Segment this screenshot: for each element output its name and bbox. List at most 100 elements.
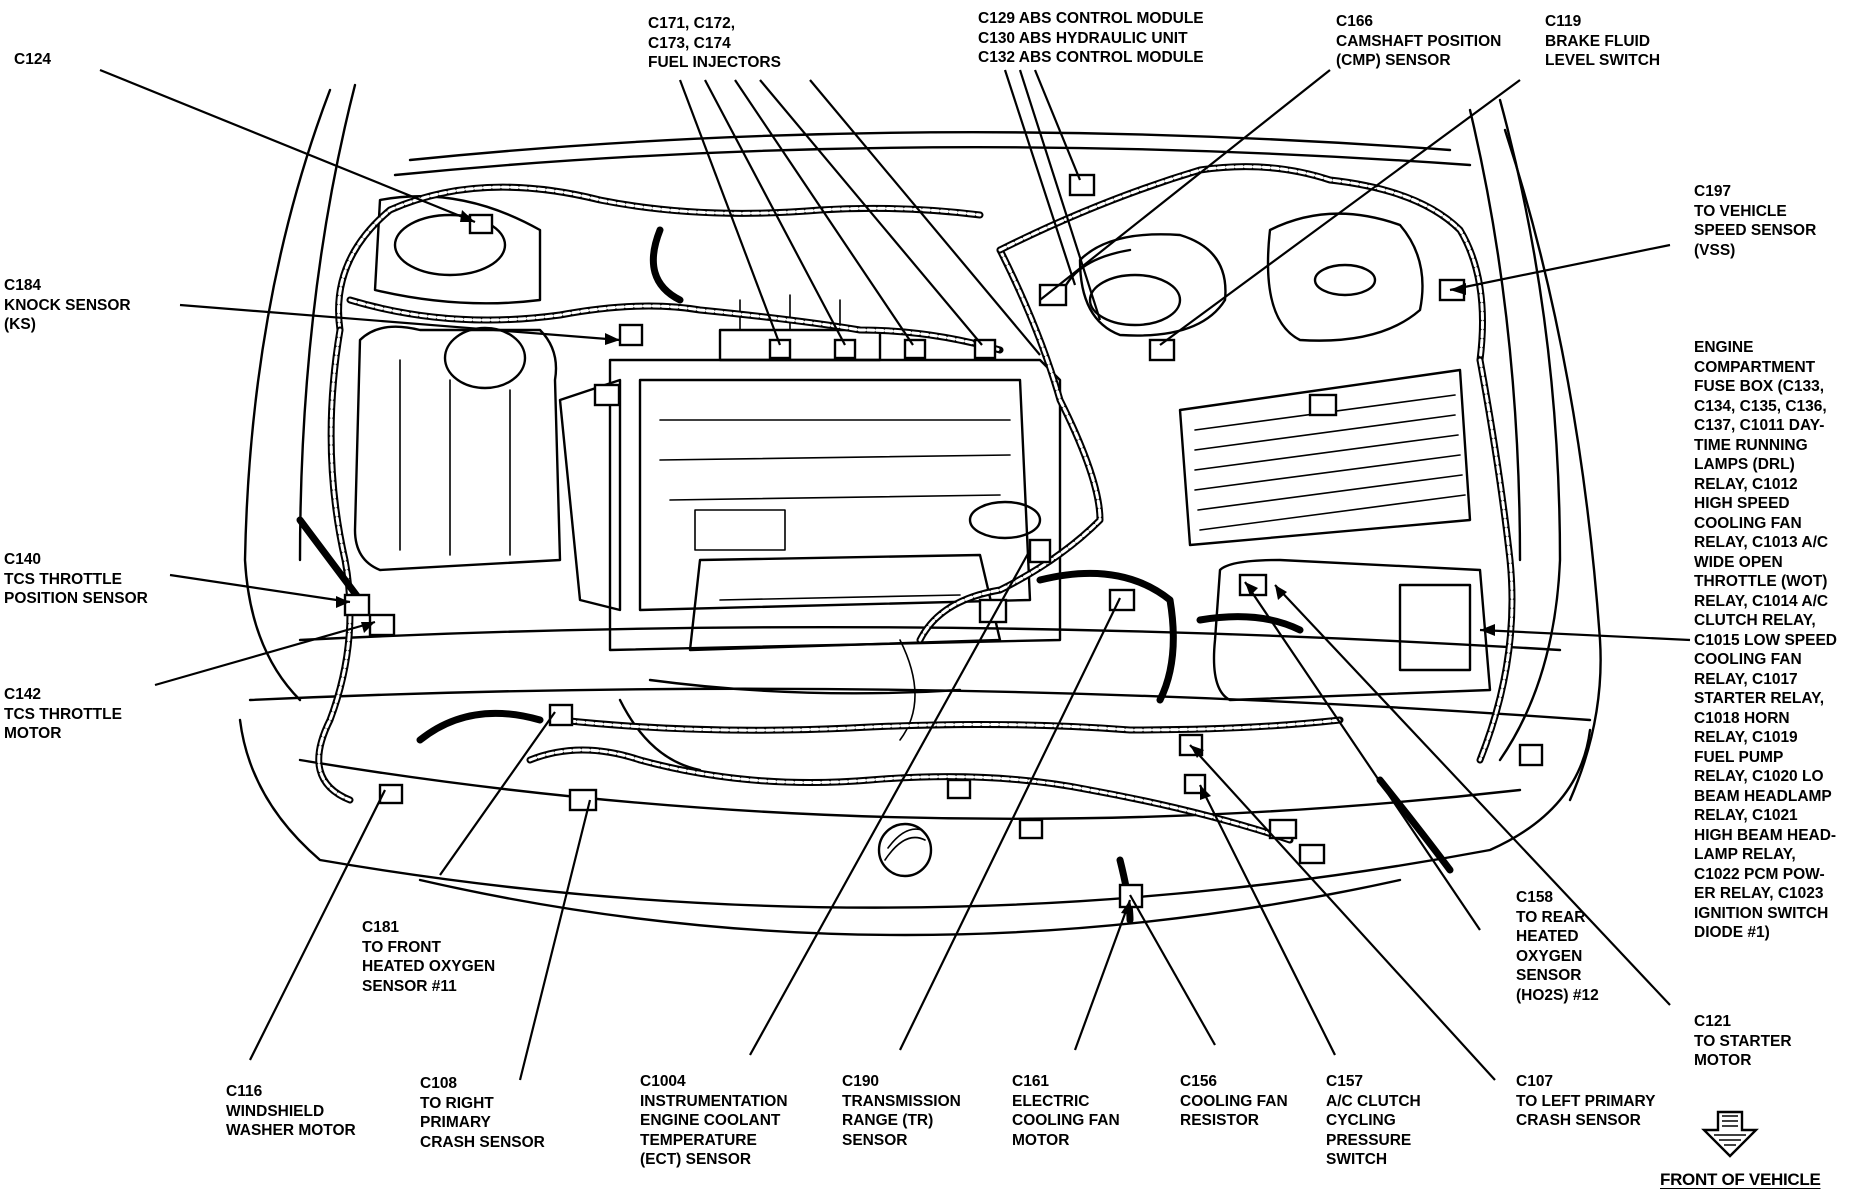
connectors — [343, 173, 1544, 909]
label-line: MOTOR — [1012, 1131, 1070, 1149]
label-line: C166 — [1336, 13, 1374, 30]
label-line: C132 ABS CONTROL MODULE — [978, 49, 1204, 66]
label-line: MOTOR — [1694, 1052, 1752, 1069]
label-line: COOLING FAN — [1180, 1092, 1288, 1110]
label-line: C197 — [1694, 183, 1732, 200]
leader-lines — [99, 68, 1691, 1081]
label-line: LAMPS (DRL) — [1694, 456, 1795, 473]
label-line: SENSOR #11 — [362, 977, 457, 995]
label-line: C181 — [362, 919, 400, 936]
label-line: POSITION SENSOR — [4, 590, 148, 607]
down-arrow-icon — [1701, 1110, 1759, 1158]
label-line: TIME RUNNING — [1694, 436, 1808, 454]
label-line: HEATED OXYGEN — [362, 958, 496, 975]
label-line: C173, C174 — [648, 34, 731, 52]
label-line: C108 — [420, 1075, 458, 1092]
label-line: SPEED SENSOR — [1694, 222, 1817, 239]
label-line: C116 — [226, 1083, 263, 1100]
label-line: HIGH BEAM HEAD- — [1694, 826, 1837, 844]
label-line: C161 — [1012, 1073, 1050, 1090]
wiring-harness — [296, 163, 1516, 924]
label-line: CAMSHAFT POSITION — [1336, 32, 1502, 50]
leader-arrowheads — [336, 210, 1495, 915]
label-line: DIODE #1) — [1694, 924, 1770, 941]
label-line: (CMP) SENSOR — [1336, 52, 1451, 69]
label-line: C142 — [4, 686, 42, 703]
label-line: C124 — [14, 51, 52, 68]
label-line: MOTOR — [4, 725, 62, 742]
engine-block — [558, 294, 1062, 772]
label-line: C184 — [4, 277, 42, 294]
vehicle-body — [238, 83, 1602, 937]
label-line: COOLING FAN — [1694, 651, 1802, 668]
label-line: TEMPERATURE — [640, 1131, 757, 1149]
label-line: COOLING FAN — [1694, 514, 1802, 532]
label-line: STARTER RELAY, — [1694, 690, 1825, 707]
label-line: BRAKE FLUID — [1545, 32, 1651, 50]
label-line: C140 — [4, 551, 42, 568]
label-line: OXYGEN — [1516, 947, 1583, 965]
label-line: CLUTCH RELAY, — [1694, 612, 1816, 629]
label-line: RESISTOR — [1180, 1112, 1259, 1129]
label-line: C121 — [1694, 1013, 1732, 1030]
label-line: IGNITION SWITCH — [1694, 904, 1829, 922]
label-line: C130 ABS HYDRAULIC UNIT — [978, 29, 1188, 47]
label-line: C129 ABS CONTROL MODULE — [978, 10, 1204, 27]
label-line: TO LEFT PRIMARY — [1516, 1092, 1656, 1110]
label-line: TO FRONT — [362, 938, 441, 956]
label-c124: C124 — [14, 50, 51, 70]
label-line: FUSE BOX (C133, — [1694, 378, 1825, 395]
label-line: C1004 — [640, 1073, 686, 1090]
label-line: ENGINE — [1694, 339, 1754, 356]
label-line: RELAY, C1019 — [1694, 729, 1798, 746]
label-line: C134, C135, C136, — [1694, 397, 1827, 415]
label-front-heated-oxygen-sensor: C181 TO FRONT HEATED OXYGEN SENSOR #11 — [362, 918, 495, 996]
label-line: COMPARTMENT — [1694, 358, 1816, 376]
label-line: SWITCH — [1326, 1151, 1388, 1168]
label-line: BEAM HEADLAMP — [1694, 787, 1832, 805]
label-line: CRASH SENSOR — [420, 1133, 545, 1151]
label-line: HEATED — [1516, 928, 1579, 945]
label-line: TCS THROTTLE — [4, 705, 122, 723]
label-line: (KS) — [4, 316, 36, 333]
right-components — [1058, 212, 1492, 702]
label-line: C156 — [1180, 1073, 1218, 1090]
label-line: WASHER MOTOR — [226, 1122, 356, 1139]
label-line: SENSOR — [1516, 967, 1582, 984]
label-line: TRANSMISSION — [842, 1092, 961, 1110]
label-line: C190 — [842, 1073, 880, 1090]
label-line: TO REAR — [1516, 908, 1586, 926]
label-line: FUEL INJECTORS — [648, 54, 781, 71]
label-line: PRIMARY — [420, 1114, 491, 1131]
label-line: C119 — [1545, 13, 1582, 30]
label-right-primary-crash-sensor: C108 TO RIGHT PRIMARY CRASH SENSOR — [420, 1074, 545, 1152]
label-line: (VSS) — [1694, 241, 1736, 259]
label-line: ELECTRIC — [1012, 1092, 1090, 1110]
vehicle-emblem — [877, 822, 933, 878]
label-line: C157 — [1326, 1073, 1364, 1090]
label-line: INSTRUMENTATION — [640, 1092, 788, 1110]
label-line: THROTTLE (WOT) — [1694, 573, 1828, 590]
label-line: RELAY, C1021 — [1694, 807, 1798, 824]
label-line: A/C CLUTCH — [1326, 1092, 1421, 1110]
label-line: RELAY, C1020 LO — [1694, 768, 1824, 785]
label-line: COOLING FAN — [1012, 1112, 1120, 1129]
label-line: C1022 PCM POW- — [1694, 865, 1825, 883]
label-line: (ECT) SENSOR — [640, 1151, 752, 1168]
label-line: FUEL PUMP — [1694, 748, 1784, 766]
label-line: CRASH SENSOR — [1516, 1112, 1641, 1129]
coolant-reservoir — [353, 195, 562, 572]
label-starter-motor: C121 TO STARTER MOTOR — [1694, 1012, 1792, 1071]
label-line: TO STARTER — [1694, 1032, 1792, 1050]
label-line: TO RIGHT — [420, 1094, 494, 1112]
